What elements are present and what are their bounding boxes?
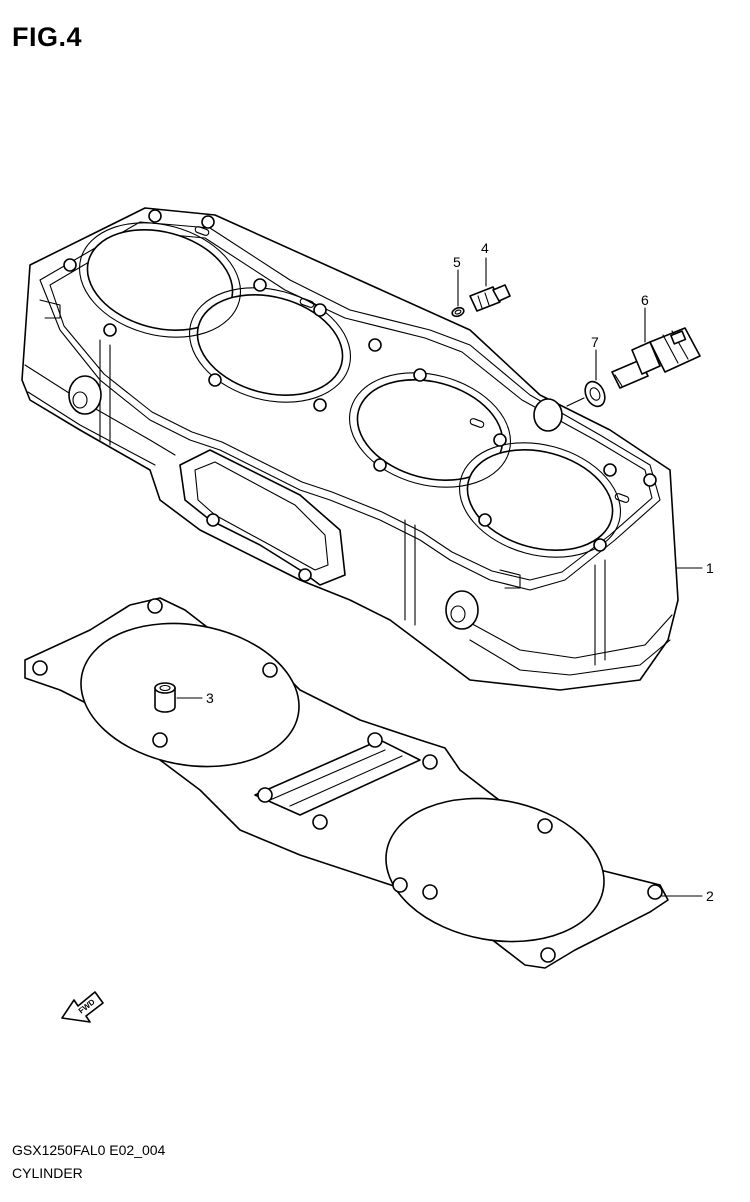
callout-5: 5 (453, 254, 461, 270)
diagram-name: CYLINDER (12, 1165, 83, 1181)
oil-jet (469, 284, 511, 312)
fwd-direction-badge: FWD (61, 991, 104, 1023)
callout-4: 4 (481, 240, 489, 256)
leader-lines (176, 257, 703, 897)
washer-gasket (584, 380, 606, 408)
cylinder-base-gasket (24, 597, 669, 969)
arrow-left-down-icon (61, 991, 104, 1023)
callout-2: 2 (706, 888, 714, 904)
o-ring (451, 306, 465, 318)
callout-6: 6 (641, 292, 649, 308)
temperature-sensor (611, 327, 701, 389)
figure-title: FIG.4 (12, 22, 83, 52)
cylinder-block (21, 207, 679, 691)
callout-3: 3 (206, 690, 214, 706)
diagram-code: GSX1250FAL0 E02_004 (12, 1142, 166, 1158)
callout-7: 7 (591, 334, 599, 350)
dowel-pin (154, 682, 176, 713)
callout-1: 1 (706, 560, 714, 576)
